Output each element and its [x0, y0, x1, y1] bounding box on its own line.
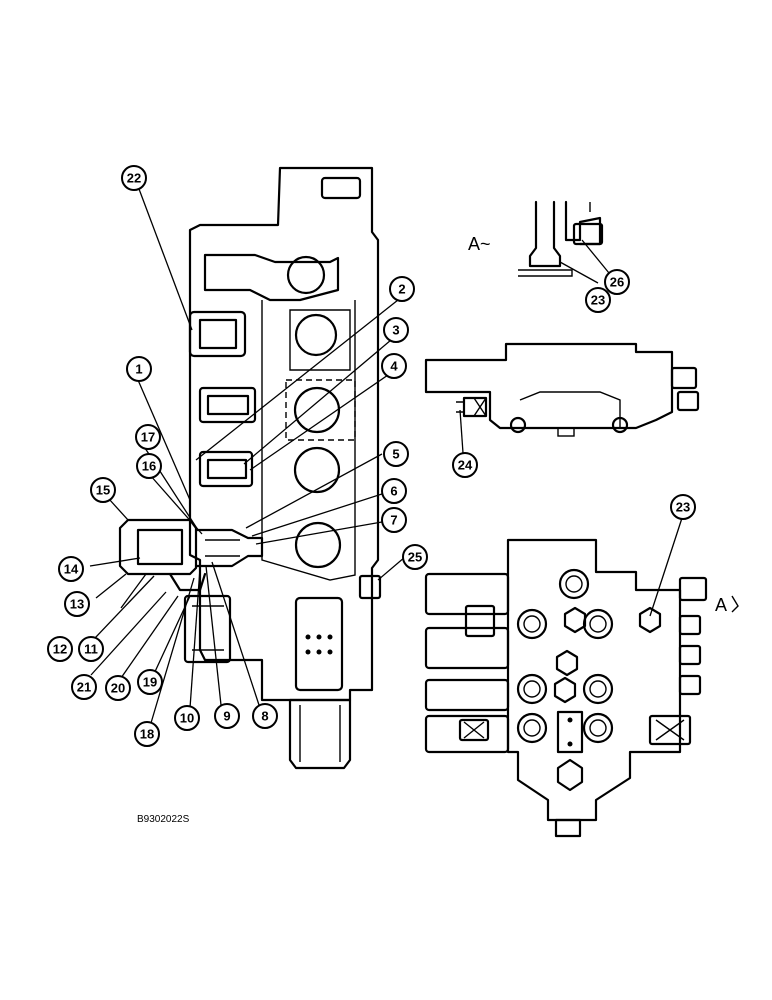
callout-25: 25: [402, 544, 428, 570]
svg-text:25: 25: [408, 550, 422, 565]
svg-text:17: 17: [141, 430, 155, 445]
svg-text:22: 22: [127, 171, 141, 186]
callout-16: 16: [136, 453, 162, 479]
callout-11: 11: [78, 636, 104, 662]
callout-15: 15: [90, 477, 116, 503]
svg-text:19: 19: [143, 675, 157, 690]
front-view: [424, 538, 739, 838]
callout-8: 8: [252, 703, 278, 729]
detail-view-a: [518, 200, 604, 277]
side-view: [424, 342, 700, 437]
callout-24: 24: [452, 452, 478, 478]
svg-text:18: 18: [140, 727, 154, 742]
svg-text:21: 21: [77, 680, 91, 695]
svg-text:5: 5: [392, 447, 399, 462]
callout-14: 14: [58, 556, 84, 582]
callout-5: 5: [383, 441, 409, 467]
svg-text:7: 7: [390, 513, 397, 528]
callout-21: 21: [71, 674, 97, 700]
svg-text:4: 4: [390, 359, 398, 374]
svg-text:16: 16: [142, 459, 156, 474]
svg-text:10: 10: [180, 711, 194, 726]
callout-19: 19: [137, 669, 163, 695]
callout-23-front: 23: [670, 494, 696, 520]
callout-1: 1: [126, 356, 152, 382]
callout-17: 17: [135, 424, 161, 450]
callout-3: 3: [383, 317, 409, 343]
callout-2: 2: [389, 276, 415, 302]
svg-text:13: 13: [70, 597, 84, 612]
svg-text:3: 3: [392, 323, 399, 338]
callout-group: 1 2 3 4 5 6 7 8 9 10 11 12 13 14 15 16 1…: [47, 165, 696, 747]
callout-12: 12: [47, 636, 73, 662]
main-valve-body: [118, 166, 382, 770]
svg-text:11: 11: [84, 642, 98, 657]
svg-text:23: 23: [676, 500, 690, 515]
svg-text:15: 15: [96, 483, 110, 498]
callout-23-top: 23: [585, 287, 611, 313]
callout-26: 26: [604, 269, 630, 295]
view-label-a-top: A~: [468, 234, 491, 254]
svg-text:23: 23: [591, 293, 605, 308]
callout-10: 10: [174, 705, 200, 731]
figure-id: B9302022S: [137, 814, 190, 825]
svg-text:12: 12: [53, 642, 67, 657]
callout-13: 13: [64, 591, 90, 617]
svg-text:26: 26: [610, 275, 624, 290]
svg-text:1: 1: [135, 362, 142, 377]
svg-text:2: 2: [398, 282, 405, 297]
callout-18: 18: [134, 721, 160, 747]
callout-4: 4: [381, 353, 407, 379]
svg-text:14: 14: [64, 562, 79, 577]
svg-text:9: 9: [223, 709, 230, 724]
view-label-a-side: A: [715, 595, 727, 615]
svg-text:8: 8: [261, 709, 268, 724]
svg-text:24: 24: [458, 458, 473, 473]
callout-7: 7: [381, 507, 407, 533]
callout-22: 22: [121, 165, 147, 191]
callout-6: 6: [381, 478, 407, 504]
svg-text:20: 20: [111, 681, 125, 696]
svg-text:6: 6: [390, 484, 397, 499]
callout-9: 9: [214, 703, 240, 729]
callout-20: 20: [105, 675, 131, 701]
